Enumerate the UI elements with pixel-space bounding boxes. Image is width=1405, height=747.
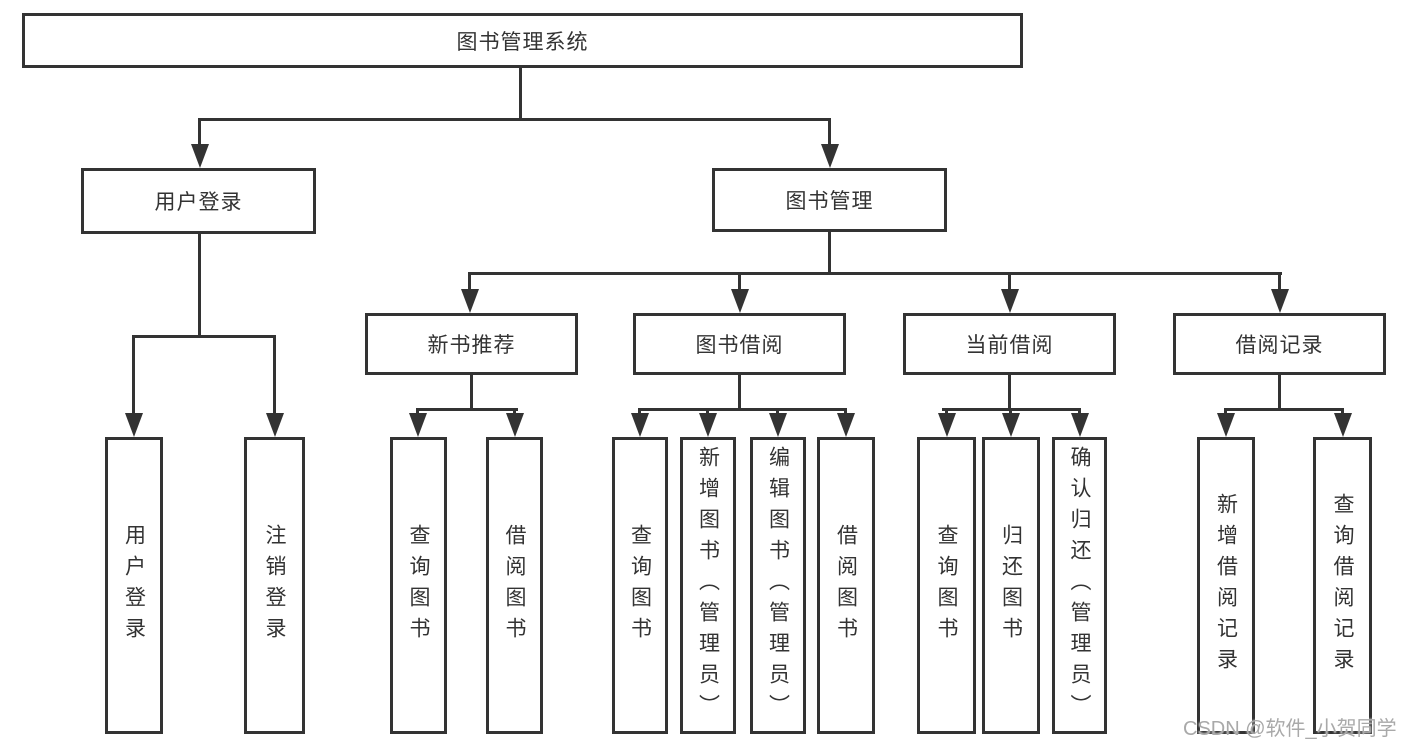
node-new-book-recommend-label: 新书推荐 [427, 334, 516, 357]
node-book-borrow: 图书借阅 [633, 313, 846, 375]
connector-newbook-stem [470, 375, 473, 411]
node-borrow-records-label: 借阅记录 [1235, 334, 1324, 357]
connector-arrow-borrow-books-2 [836, 408, 855, 437]
leaf-label: 用户登录 [122, 523, 146, 648]
connector-arrow-return-books [1001, 408, 1020, 437]
connector-arrow-query-books-3 [937, 408, 956, 437]
connector-arrow-borrow-records [1270, 272, 1289, 313]
leaf-current-return: 归还图书 [982, 437, 1040, 734]
node-book-management: 图书管理 [712, 168, 947, 232]
connector-level3-rail [468, 272, 1282, 275]
leaf-label: 查询借阅记录 [1331, 492, 1354, 679]
connector-arrow-book-management [820, 118, 839, 168]
connector-records-rail [1224, 408, 1343, 411]
node-root-label: 图书管理系统 [456, 30, 589, 54]
leaf-label: 查询图书 [628, 523, 652, 648]
leaf-borrow-edit-admin: 编辑图书（管理员） [750, 437, 806, 734]
leaf-borrow-add-admin: 新增图书（管理员） [680, 437, 736, 734]
connector-arrow-add-record [1216, 408, 1235, 437]
connector-arrow-add-books [698, 408, 717, 437]
leaf-label: 新增借阅记录 [1214, 492, 1238, 679]
connector-user-rail [132, 335, 276, 338]
leaf-current-confirm-admin: 确认归还（管理员） [1052, 437, 1107, 734]
node-book-borrow-label: 图书借阅 [695, 334, 784, 357]
connector-level2-rail [198, 118, 831, 121]
node-new-book-recommend: 新书推荐 [365, 313, 578, 375]
connector-arrow-query-books-2 [630, 408, 649, 437]
node-book-management-label: 图书管理 [785, 190, 874, 213]
leaf-label: 查询图书 [935, 523, 958, 648]
connector-user-stem [198, 234, 201, 338]
leaf-newbook-query: 查询图书 [390, 437, 447, 734]
connector-newbook-rail [416, 408, 518, 411]
connector-management-stem [828, 232, 831, 275]
connector-arrow-confirm-return [1070, 408, 1089, 437]
leaf-label: 编辑图书（管理员） [766, 446, 790, 725]
leaf-current-query: 查询图书 [917, 437, 976, 734]
node-current-borrow-label: 当前借阅 [965, 334, 1054, 357]
leaf-label: 归还图书 [999, 523, 1023, 648]
leaf-label: 注销登录 [263, 523, 286, 648]
connector-arrow-edit-books [768, 408, 787, 437]
connector-arrow-login [124, 335, 143, 437]
connector-borrow-stem [738, 375, 741, 411]
connector-arrow-new-book [460, 272, 479, 313]
leaf-logout: 注销登录 [244, 437, 305, 734]
leaf-newbook-borrow: 借阅图书 [486, 437, 543, 734]
node-user-login-label: 用户登录 [154, 191, 243, 214]
leaf-borrow-query: 查询图书 [612, 437, 668, 734]
connector-root-stem [519, 68, 522, 121]
leaf-label: 借阅图书 [503, 523, 526, 648]
connector-arrow-query-books-1 [408, 408, 427, 437]
leaf-borrow-borrow: 借阅图书 [817, 437, 875, 734]
leaf-user-login: 用户登录 [105, 437, 163, 734]
connector-arrow-borrow-books-1 [505, 408, 524, 437]
connector-arrow-user-login [190, 118, 209, 168]
connector-current-stem [1008, 375, 1011, 411]
node-user-login: 用户登录 [81, 168, 316, 234]
connector-records-stem [1278, 375, 1281, 411]
node-root: 图书管理系统 [22, 13, 1023, 68]
connector-arrow-current-borrow [1000, 272, 1019, 313]
connector-arrow-book-borrow [730, 272, 749, 313]
leaf-label: 查询图书 [407, 523, 430, 648]
leaf-label: 确认归还（管理员） [1068, 446, 1091, 725]
leaf-label: 借阅图书 [834, 523, 858, 648]
watermark: CSDN @软件_小贺同学 [1183, 718, 1397, 740]
connector-arrow-query-record [1333, 408, 1352, 437]
leaf-label: 新增图书（管理员） [696, 446, 720, 725]
node-current-borrow: 当前借阅 [903, 313, 1116, 375]
leaf-record-add: 新增借阅记录 [1197, 437, 1255, 734]
leaf-record-query: 查询借阅记录 [1313, 437, 1372, 734]
node-borrow-records: 借阅记录 [1173, 313, 1386, 375]
connector-borrow-rail [638, 408, 847, 411]
connector-arrow-logout [265, 335, 284, 437]
